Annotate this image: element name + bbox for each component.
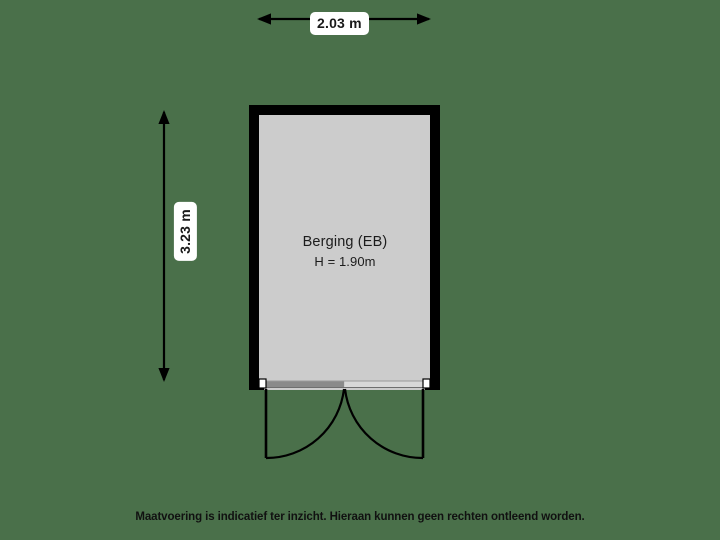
dimension-arrow-left-icon [257,13,271,25]
dimension-arrow-down-icon [158,368,170,382]
dimension-arrow-right-icon [417,13,431,25]
room-name-label: Berging (EB) [302,234,388,250]
room-floor-fill [259,115,430,383]
dimension-arrow-up-icon [158,110,170,124]
door-swing-arc-left [265,388,346,460]
door-swing-arc-right [343,388,424,460]
door-leaf-right-band [345,381,425,387]
door-jamb-right [422,378,431,389]
door-leaf-left-band [264,381,344,387]
room-label-group: Berging (EB) H = 1.90m [250,232,440,272]
door-assembly [258,378,431,460]
room-ceiling-height-label: H = 1.90m [314,254,376,270]
dimension-label-width: 2.03 m [310,12,369,35]
door-jamb-left [258,378,267,389]
room-walls [249,105,440,390]
disclaimer-text: Maatvoering is indicatief ter inzicht. H… [135,511,585,523]
door-opening-gap [264,380,425,390]
dimension-label-height: 3.23 m [173,202,197,261]
dimension-line-left [158,110,170,382]
